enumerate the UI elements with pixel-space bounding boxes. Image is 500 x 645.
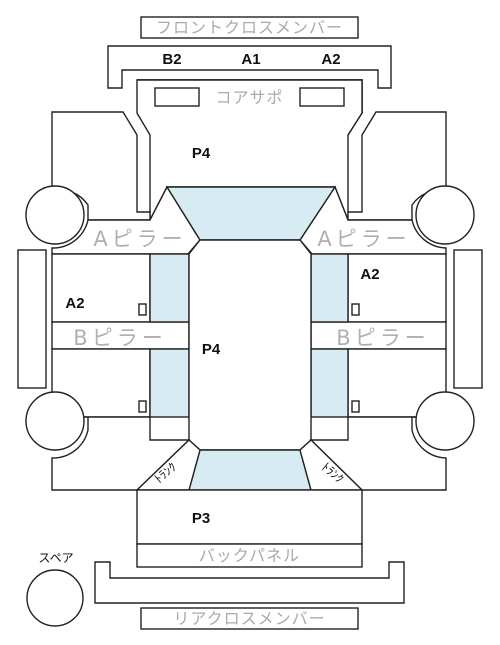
rear-deck-code: P3: [192, 510, 210, 527]
right-a-pillar-label: Aピラー: [317, 227, 410, 251]
roof-center-code: P4: [202, 341, 221, 358]
right-front-door-code: A2: [360, 266, 379, 283]
right-rear-door-handle[interactable]: [351, 400, 360, 413]
left-front-window[interactable]: [149, 253, 190, 323]
bumper-code-right: A2: [321, 51, 340, 68]
back-panel-label: バックパネル: [199, 546, 300, 565]
bumper-code-left: B2: [162, 51, 181, 68]
right-front-door-handle[interactable]: [351, 303, 360, 316]
right-rear-wheel[interactable]: [415, 391, 475, 451]
rear-deck[interactable]: [136, 489, 363, 545]
roof-front-code: P4: [192, 145, 211, 162]
left-headlight[interactable]: [154, 87, 200, 107]
rear-cross-member[interactable]: [140, 607, 359, 630]
right-side-sill[interactable]: [453, 249, 483, 389]
left-b-pillar-label: Bピラー: [73, 326, 166, 350]
left-front-door-code: A2: [65, 295, 84, 312]
left-side-sill[interactable]: [17, 249, 47, 389]
rear-window[interactable]: [188, 449, 312, 491]
right-b-pillar-label: Bピラー: [336, 326, 429, 350]
back-panel[interactable]: [136, 543, 363, 568]
right-headlight[interactable]: [299, 87, 345, 107]
front-cross-member-label: フロントクロスメンバー: [156, 18, 343, 37]
right-rear-window[interactable]: [310, 348, 349, 418]
left-rear-wheel[interactable]: [25, 391, 85, 451]
left-front-door[interactable]: [51, 253, 151, 323]
bumper-code-center: A1: [241, 51, 260, 68]
rear-bumper[interactable]: [94, 561, 405, 604]
left-a-pillar-label: Aピラー: [93, 227, 186, 251]
left-front-door-handle[interactable]: [138, 303, 147, 316]
spare-label: スペア: [38, 551, 73, 565]
front-cross-member[interactable]: [140, 16, 359, 39]
rear-cross-member-label: リアクロスメンバー: [173, 609, 325, 628]
left-rear-window[interactable]: [149, 348, 190, 418]
left-front-wheel[interactable]: [25, 185, 85, 245]
right-front-door[interactable]: [347, 253, 447, 323]
right-front-wheel[interactable]: [415, 185, 475, 245]
right-front-window[interactable]: [310, 253, 349, 323]
core-support-label: コアサポ: [215, 88, 283, 107]
left-rear-door-handle[interactable]: [138, 400, 147, 413]
spare-tire[interactable]: [26, 569, 84, 627]
front-bumper[interactable]: [107, 45, 392, 89]
